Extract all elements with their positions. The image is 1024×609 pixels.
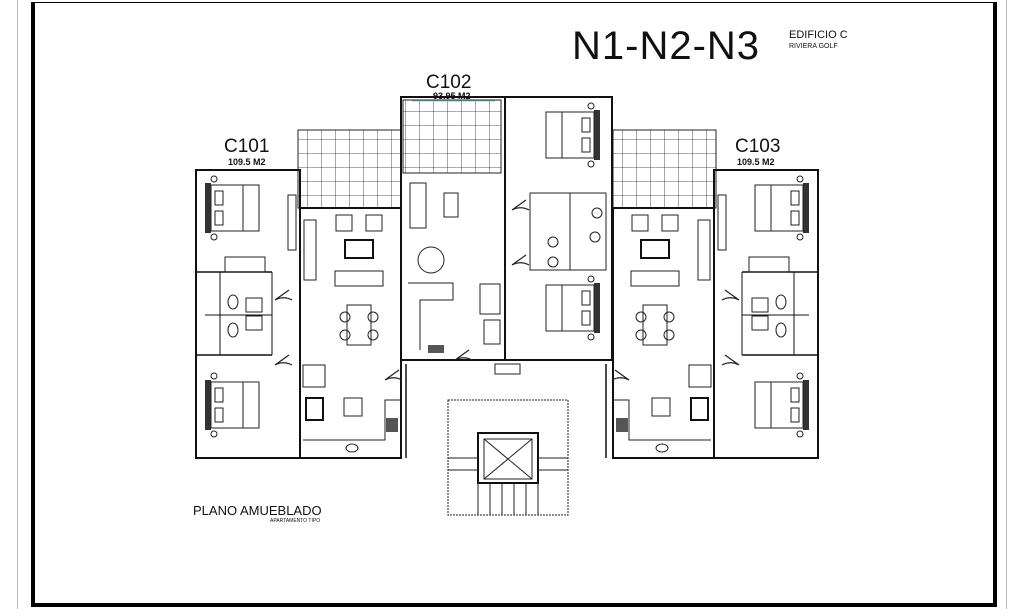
unit-label-c101: C101 xyxy=(224,136,270,157)
level-title: N1-N2-N3 xyxy=(572,24,761,68)
drawing-frame xyxy=(31,2,997,607)
unit-label-c102: C102 xyxy=(426,72,472,93)
unit-area-c103: 109.5 M2 xyxy=(737,157,775,167)
project-name: RIVIERA GOLF xyxy=(789,43,838,50)
unit-c101-plan xyxy=(196,130,402,458)
building-name: EDIFICIO C xyxy=(789,29,848,41)
plan-title: PLANO AMUEBLADO xyxy=(193,503,322,518)
sheet-edge-left xyxy=(17,0,18,609)
sheet-edge-right xyxy=(1006,0,1007,609)
unit-label-c103: C103 xyxy=(735,136,781,157)
unit-area-c102: 93.95 M2 xyxy=(433,91,471,101)
unit-area-c101: 109.5 M2 xyxy=(228,157,266,167)
stair-core xyxy=(405,364,607,516)
plan-subtitle: APARTAMENTO TIPO xyxy=(270,518,321,524)
unit-c103-plan xyxy=(612,130,818,458)
unit-c102-plan xyxy=(400,96,613,375)
